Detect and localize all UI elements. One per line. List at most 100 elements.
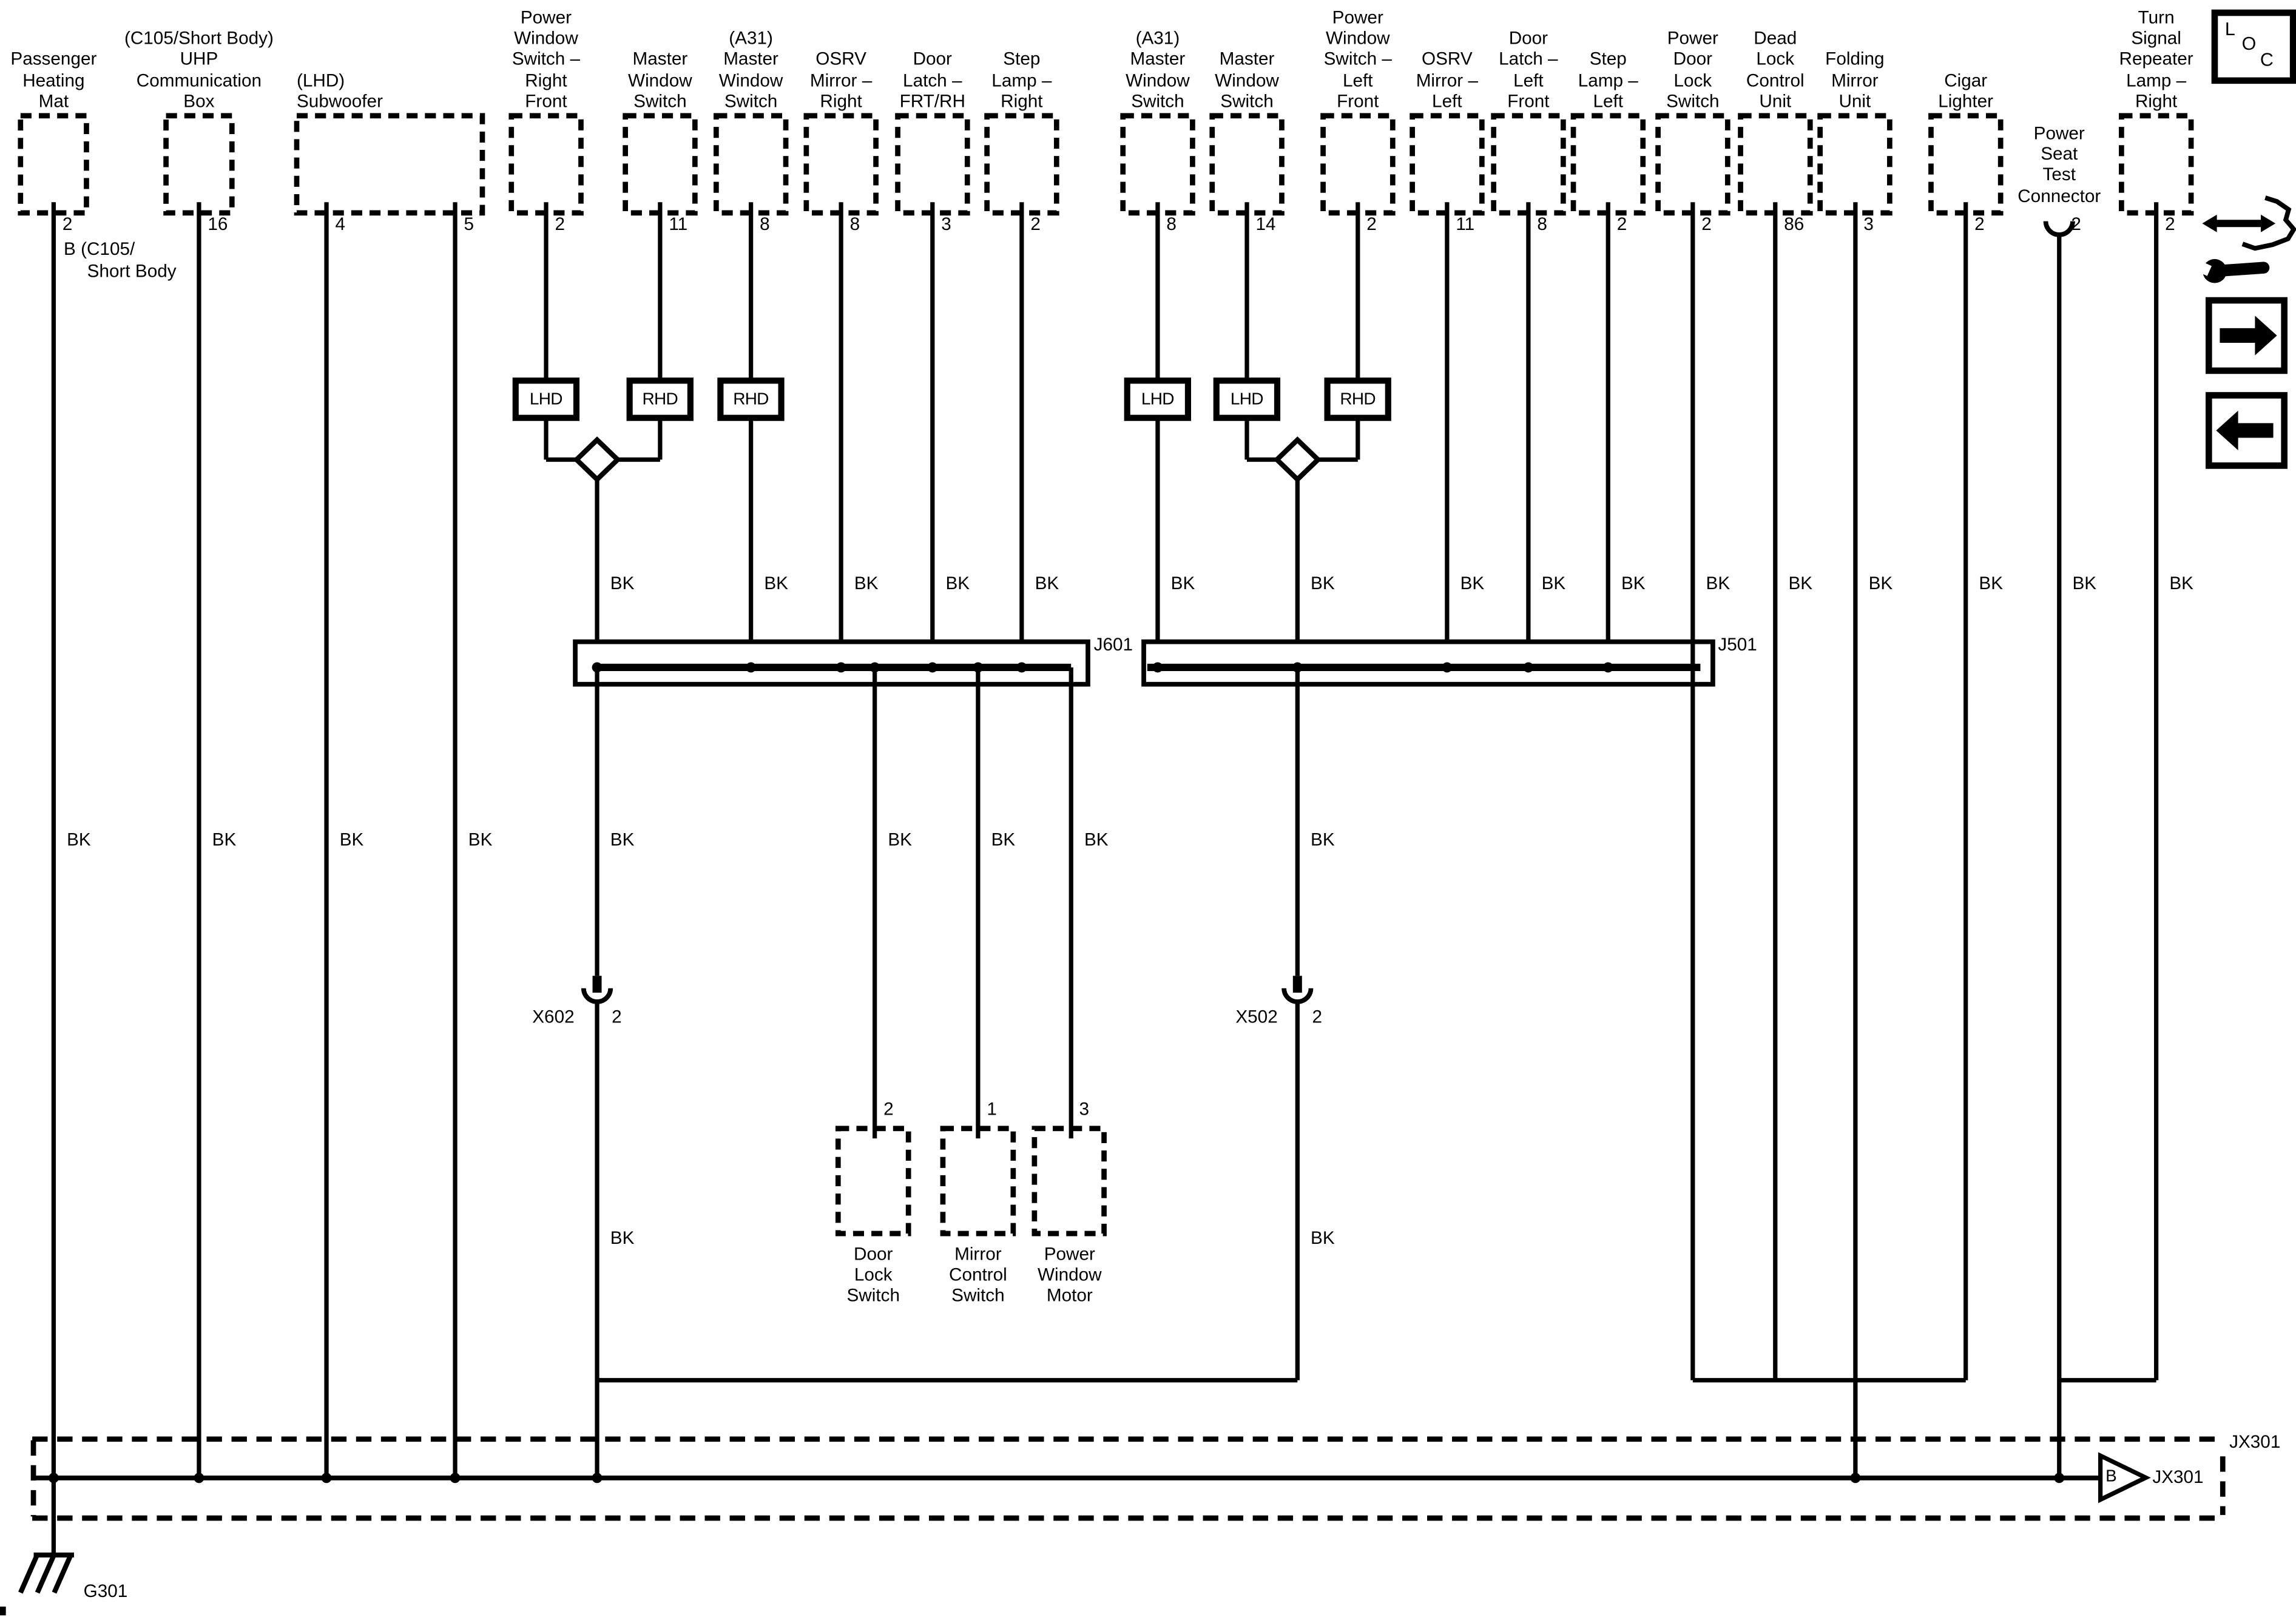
connector-boxes (18, 113, 2194, 1237)
pin-number: 11 (669, 213, 688, 234)
loc-letter-c: C (2260, 49, 2274, 70)
wire-color-label: BK (1311, 828, 1335, 849)
wire-color-label: BK (1788, 572, 1813, 593)
pin-number: 3 (941, 213, 951, 234)
pin-number: 2 (2071, 213, 2081, 234)
pin-number: 2 (2165, 213, 2175, 234)
wire-color-label: BK (1706, 572, 1730, 593)
stray-mark (0, 1606, 6, 1616)
pin-number: 2 (555, 213, 565, 234)
connector-label-master-window-switch-2: Master Window Switch (1215, 49, 1279, 112)
connector-label-cigar-lighter: Cigar Lighter (1938, 69, 1994, 112)
splice-label-rhd: RHD (642, 389, 678, 409)
wire-color-label: BK (339, 828, 364, 849)
junction-bar-j601 (573, 639, 1090, 687)
pin-number: 2 (1312, 1005, 1322, 1027)
back-arrow-button[interactable] (2206, 392, 2288, 469)
wire-color-label: BK (610, 1227, 635, 1248)
component-label-mirror-control-switch: Mirror Control Switch (949, 1244, 1007, 1306)
connector-label-power-window-switch-right-front: Power Window Switch – Right Front (512, 7, 581, 112)
connector-label-a31-master-window-switch-2: (A31) Master Window Switch (1126, 28, 1190, 112)
inline-connector-label-x602: X602 (532, 1005, 575, 1027)
junction-label-j601: J601 (1093, 634, 1133, 655)
connector-label-folding-mirror-unit: Folding Mirror Unit (1825, 49, 1885, 112)
connector-label-turn-signal-repeater-lamp-right: Turn Signal Repeater Lamp – Right (2119, 7, 2193, 112)
bus-out-connector-triangle (2098, 1452, 2151, 1504)
pin-number: 1 (987, 1098, 997, 1119)
pin-number: 5 (464, 213, 474, 234)
loc-letter-o: O (2241, 33, 2257, 54)
splice-boxes (512, 377, 1391, 421)
note-line2: Short Body (87, 260, 177, 281)
connector-label-power-door-lock-switch: Power Door Lock Switch (1666, 28, 1720, 112)
connector-label-passenger-heating-mat: Passenger Heating Mat (10, 49, 97, 112)
pin-number: 11 (1456, 213, 1475, 234)
component-label-door-lock-switch: Door Lock Switch (846, 1244, 900, 1306)
junction-label-j501: J501 (1718, 634, 1757, 655)
connector-label-dead-lock-control-unit: Dead Lock Control Unit (1746, 28, 1805, 112)
splice-label-rhd: RHD (1340, 389, 1376, 409)
wire-color-label: BK (468, 828, 493, 849)
connector-label-step-lamp-left: Step Lamp – Left (1578, 49, 1638, 112)
junction-dots (48, 662, 2065, 1484)
pin-number: 16 (208, 213, 228, 234)
wire-color-label: BK (1084, 828, 1109, 849)
pin-number: 8 (1166, 213, 1177, 234)
inline-connector-x602 (581, 976, 613, 1004)
pin-number: 2 (62, 213, 73, 234)
pin-number: 2 (1616, 213, 1627, 234)
bus-connector-label-jx301: JX301 (2152, 1466, 2204, 1487)
loc-box-icon (2211, 9, 2296, 84)
inline-connector-x502 (1281, 976, 1314, 1004)
splice-label-lhd: LHD (529, 389, 563, 409)
pin-number: 2 (1366, 213, 1377, 234)
wire-color-label: BK (1035, 572, 1059, 593)
splice-label-rhd: RHD (733, 389, 769, 409)
merge-diamonds (573, 436, 1322, 483)
connector-label-door-latch-frt-rh: Door Latch – FRT/RH (899, 49, 965, 112)
pin-number: 2 (1030, 213, 1041, 234)
jx301-bus (30, 1436, 2226, 1521)
wire-color-label: BK (1311, 1227, 1335, 1248)
connector-label-step-lamp-right: Step Lamp – Right (991, 49, 1052, 112)
pin-number: 8 (760, 213, 770, 234)
loc-letter-l: L (2224, 18, 2235, 39)
pin-number: 86 (1784, 213, 1805, 234)
wire-color-label: BK (610, 828, 635, 849)
test-connector-symbol (2043, 221, 2075, 237)
wire-color-label: BK (764, 572, 788, 593)
pin-number: 8 (1537, 213, 1547, 234)
pin-number: 2 (883, 1098, 894, 1119)
pin-number: 2 (1974, 213, 1985, 234)
splice-label-lhd: LHD (1230, 389, 1264, 409)
wire-color-label: BK (991, 828, 1016, 849)
wire-color-label: BK (1979, 572, 2004, 593)
bus-corner-label-jx301: JX301 (2229, 1431, 2281, 1453)
wire-color-label: BK (1460, 572, 1485, 593)
note-line1: B (C105/ (64, 238, 135, 260)
splice-label-lhd: LHD (1141, 389, 1175, 409)
wire-color-label: BK (854, 572, 879, 593)
wire-color-label: BK (1621, 572, 1646, 593)
wires (51, 202, 2159, 1555)
pin-number: 3 (1079, 1098, 1090, 1119)
wire-color-label: BK (67, 828, 91, 849)
ground-symbol (18, 1552, 74, 1594)
wrench-direction-icon (2192, 195, 2296, 283)
pin-number: 3 (1863, 213, 1874, 234)
bus-connector-tag-b: B (2105, 1468, 2117, 1486)
wire-color-label: BK (1541, 572, 1566, 593)
connector-label-subwoofer: (LHD) Subwoofer (296, 69, 383, 112)
wire-color-label: BK (212, 828, 237, 849)
wire-color-label: BK (1170, 572, 1195, 593)
connector-label-door-latch-left-front: Door Latch – Left Front (1499, 28, 1558, 112)
wire-color-label: BK (888, 828, 912, 849)
wire-color-label: BK (1311, 572, 1335, 593)
forward-arrow-button[interactable] (2206, 297, 2288, 374)
pin-number: 8 (849, 213, 860, 234)
connector-label-osrv-mirror-left: OSRV Mirror – Left (1416, 49, 1478, 112)
ground-label-g301: G301 (83, 1581, 128, 1602)
wire-color-label: BK (610, 572, 635, 593)
pin-number: 2 (612, 1005, 622, 1027)
